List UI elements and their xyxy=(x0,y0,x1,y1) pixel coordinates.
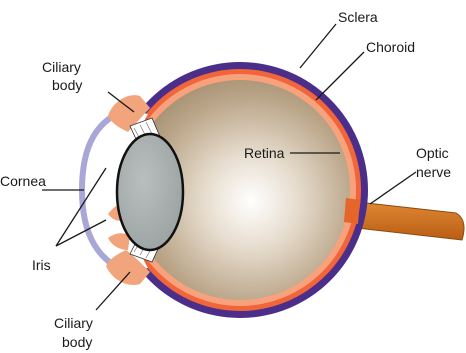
label-cornea: Cornea xyxy=(0,173,46,189)
label-ciliary-body-top-1: Ciliary xyxy=(42,59,81,75)
ciliary-body-bottom-leader xyxy=(96,272,130,310)
label-ciliary-body-top-2: body xyxy=(52,77,82,93)
choroid-leader xyxy=(316,52,364,100)
label-iris: Iris xyxy=(32,257,51,273)
label-optic-nerve-1: Optic xyxy=(416,145,449,161)
label-choroid: Choroid xyxy=(366,39,415,55)
label-optic-nerve-2: nerve xyxy=(416,164,451,180)
optic-disc xyxy=(344,198,360,224)
sclera-leader xyxy=(300,24,336,68)
lens xyxy=(117,134,183,250)
optic-nerve-leader xyxy=(370,172,416,204)
label-sclera: Sclera xyxy=(338,9,378,25)
label-ciliary-body-bottom-2: body xyxy=(62,334,92,350)
label-retina: Retina xyxy=(244,145,285,161)
label-ciliary-body-bottom-1: Ciliary xyxy=(54,315,93,331)
